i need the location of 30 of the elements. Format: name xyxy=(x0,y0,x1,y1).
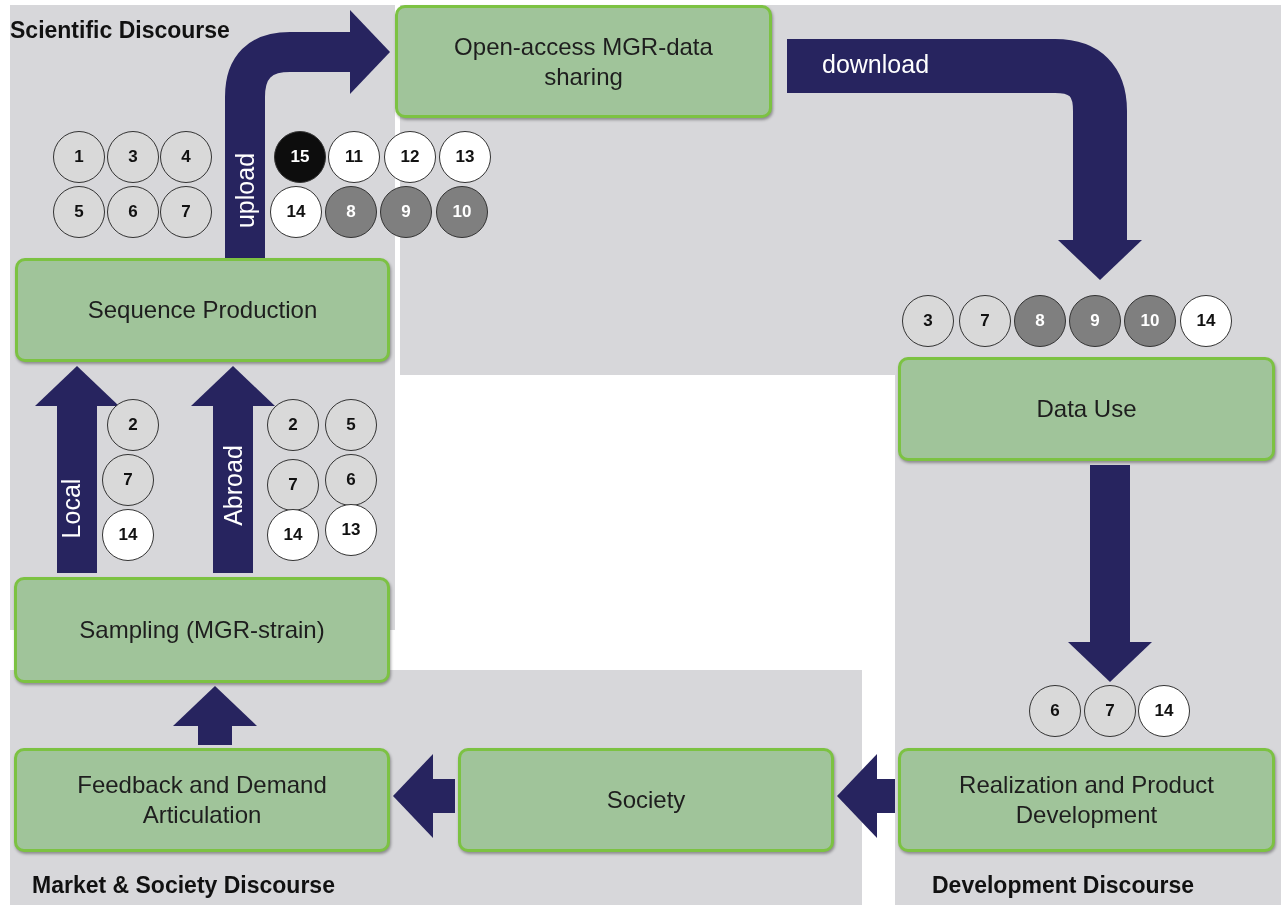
block-arrow xyxy=(787,39,1142,280)
edge-label: upload xyxy=(230,152,260,228)
process-label: Data Use xyxy=(1036,394,1137,424)
process-box xyxy=(458,748,834,852)
process-label: Open-access MGR-data sharing xyxy=(453,31,714,92)
numbered-circle: 7 xyxy=(1084,685,1136,737)
block-arrow xyxy=(393,754,455,838)
numbered-circle: 14 xyxy=(1138,685,1190,737)
panel-heading: Market & Society Discourse xyxy=(32,872,335,899)
edge-label: Abroad xyxy=(218,444,248,526)
process-label: Realization and Product Development xyxy=(958,770,1215,830)
process-box xyxy=(395,5,772,118)
panel-heading: Scientific Discourse xyxy=(10,17,230,44)
process-label: Feedback and Demand Articulation xyxy=(76,770,328,830)
numbered-circle: 6 xyxy=(1029,685,1081,737)
panel-heading: Development Discourse xyxy=(932,872,1195,899)
discourse-panel xyxy=(10,670,862,905)
block-arrow xyxy=(837,754,895,838)
process-box xyxy=(14,748,390,852)
process-box xyxy=(898,357,1275,461)
edge-label: Local xyxy=(57,478,87,538)
process-box xyxy=(15,258,390,362)
process-label: Sampling (MGR-strain) xyxy=(79,615,325,645)
process-box xyxy=(898,748,1275,852)
edge-label: download xyxy=(822,49,930,79)
process-label: Society xyxy=(606,785,686,815)
process-box xyxy=(14,577,390,683)
block-arrow xyxy=(35,366,119,573)
process-label: Sequence Production xyxy=(87,295,318,325)
block-arrow xyxy=(173,686,257,745)
